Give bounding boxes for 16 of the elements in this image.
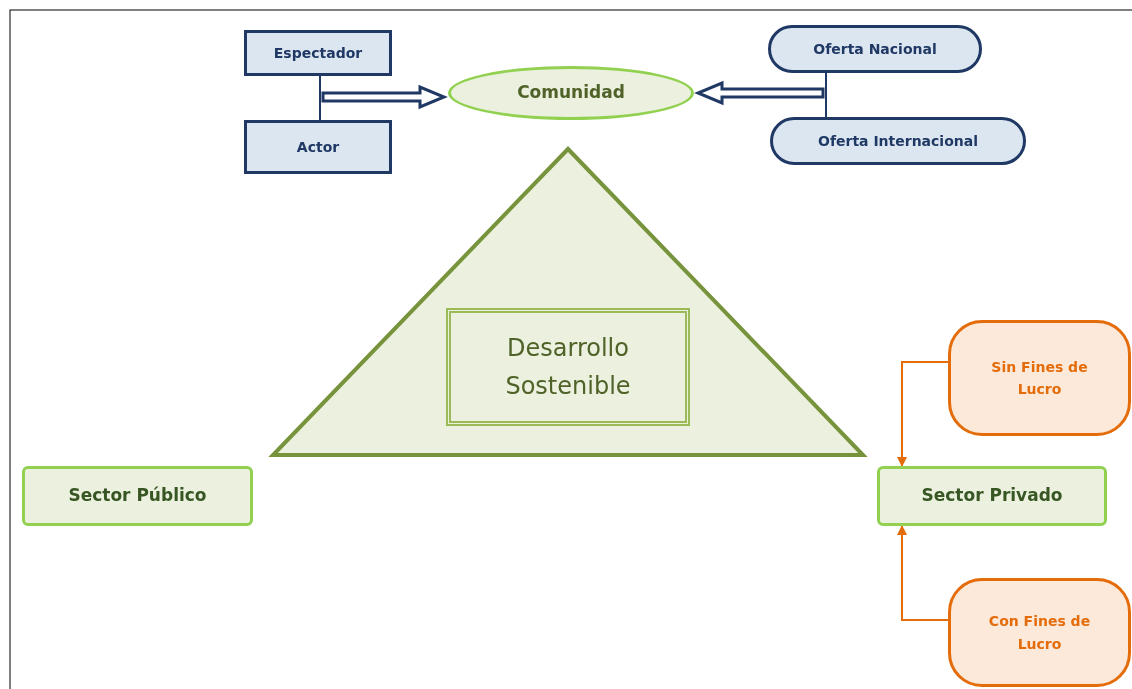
hollow-arrow bbox=[694, 80, 825, 106]
process-box: Espectador bbox=[244, 30, 392, 76]
core-box: Desarrollo Sostenible bbox=[446, 308, 690, 426]
sector-box: Sector Público bbox=[22, 466, 253, 526]
hollow-arrow bbox=[321, 84, 448, 110]
category-box: Sin Fines de Lucro bbox=[948, 320, 1131, 436]
arrow bbox=[897, 525, 949, 621]
arrow bbox=[897, 361, 949, 467]
terminal-pill: Oferta Internacional bbox=[770, 117, 1026, 165]
ellipse-node: Comunidad bbox=[448, 66, 694, 120]
terminal-pill: Oferta Nacional bbox=[768, 25, 982, 73]
connector-line bbox=[319, 75, 321, 121]
category-box: Con Fines de Lucro bbox=[948, 578, 1131, 687]
connector-line bbox=[825, 72, 827, 118]
process-box: Actor bbox=[244, 120, 392, 174]
sector-box: Sector Privado bbox=[877, 466, 1107, 526]
